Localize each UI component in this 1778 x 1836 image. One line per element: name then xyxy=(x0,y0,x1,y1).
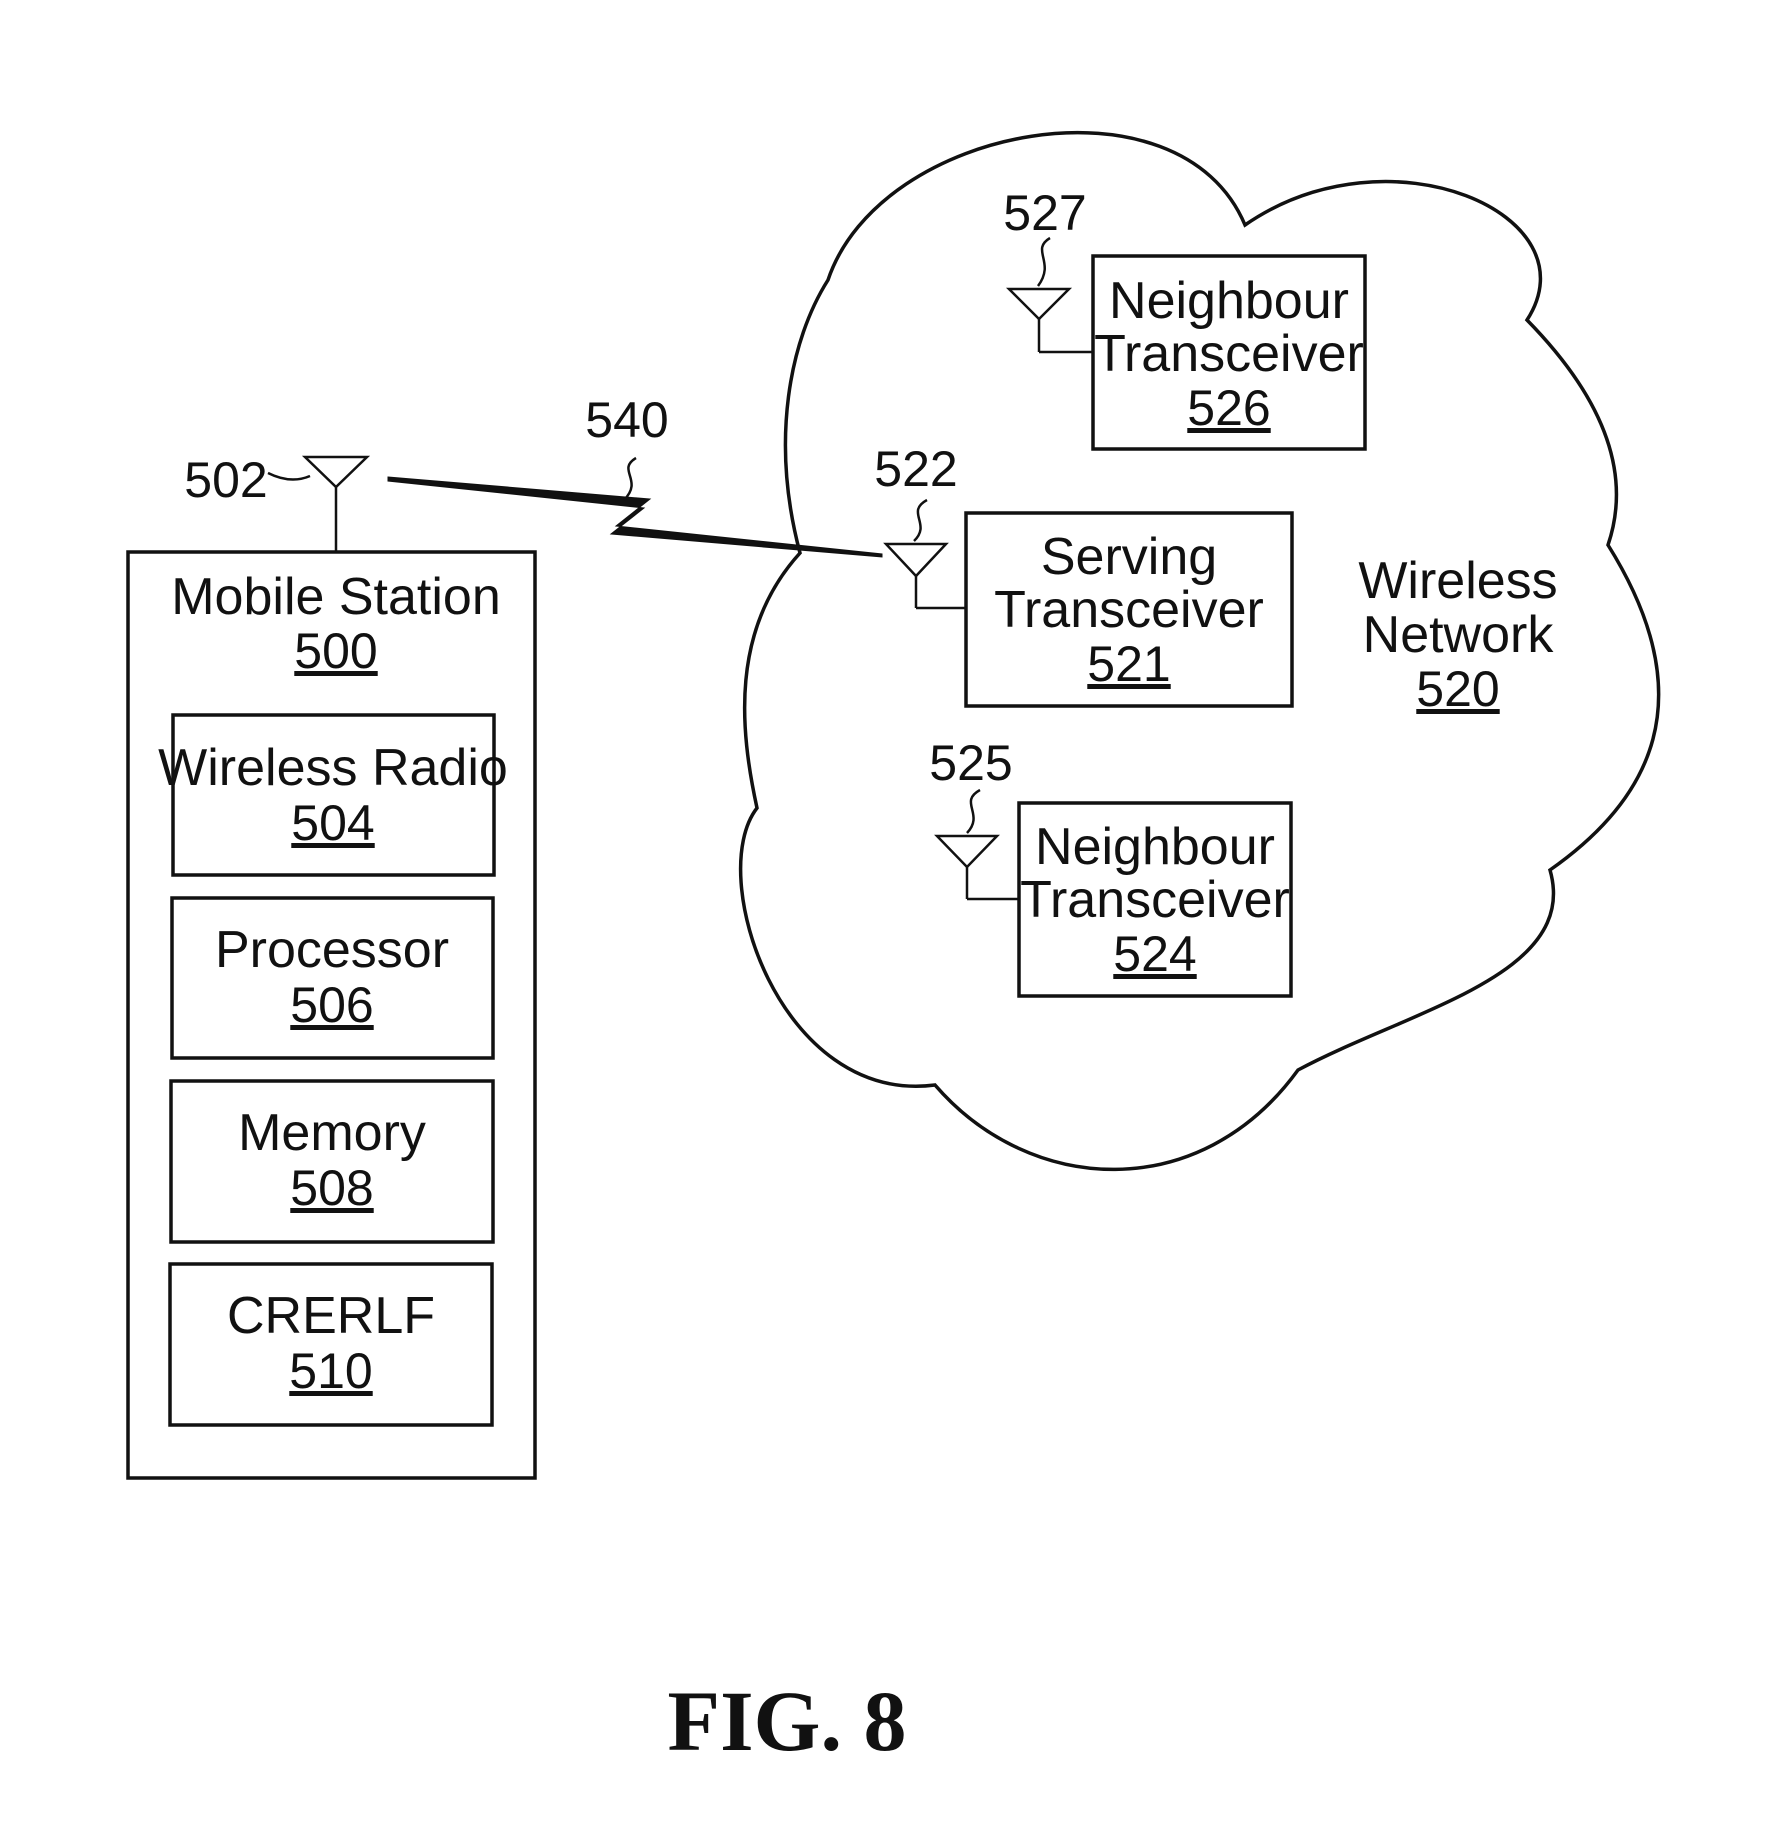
antenna-icon xyxy=(883,542,966,610)
component-name: Wireless Radio xyxy=(158,739,508,797)
component-memory: Memory 508 xyxy=(169,1079,495,1244)
mobile-station-name: Mobile Station xyxy=(171,568,501,626)
network-label-line1: Wireless xyxy=(1358,552,1557,610)
antenna-icon xyxy=(301,455,371,552)
component-box xyxy=(170,896,495,1060)
neighbour-transceiver-524: Neighbour Transceiver 524 525 xyxy=(929,735,1293,998)
transceiver-ref: 524 xyxy=(1113,926,1196,982)
mobile-station-ref: 500 xyxy=(294,623,377,679)
component-ref: 508 xyxy=(290,1160,373,1216)
component-ref: 504 xyxy=(291,795,374,851)
transceiver-box xyxy=(1017,801,1293,998)
antenna-ref: 525 xyxy=(929,735,1012,791)
transceiver-label-line1: Neighbour xyxy=(1035,818,1275,876)
leader-line xyxy=(1036,236,1051,287)
transceiver-label-line1: Serving xyxy=(1041,528,1217,586)
transceiver-label-line2: Transceiver xyxy=(1094,325,1364,383)
component-box xyxy=(169,1079,495,1244)
network-ref: 520 xyxy=(1416,661,1499,717)
lightning-bolt-icon xyxy=(387,476,883,558)
antenna-icon xyxy=(1005,287,1093,354)
antenna-ref: 502 xyxy=(184,452,267,508)
component-wireless-radio: Wireless Radio 504 xyxy=(158,713,508,877)
antenna-ref: 527 xyxy=(1003,185,1086,241)
transceiver-ref: 521 xyxy=(1087,636,1170,692)
serving-transceiver-521: Serving Transceiver 521 522 xyxy=(874,441,1294,708)
link-ref: 540 xyxy=(585,392,668,448)
component-crerlf: CRERLF 510 xyxy=(168,1262,494,1427)
antenna-ref: 522 xyxy=(874,441,957,497)
transceiver-label-line2: Transceiver xyxy=(994,581,1264,639)
transceiver-label-line2: Transceiver xyxy=(1020,871,1290,929)
figure-label: FIG. 8 xyxy=(668,1673,907,1769)
component-name: Processor xyxy=(215,921,449,979)
transceiver-box xyxy=(1091,254,1367,451)
transceiver-label-line1: Neighbour xyxy=(1109,272,1349,330)
leader-line xyxy=(623,456,637,501)
transceiver-ref: 526 xyxy=(1187,380,1270,436)
network-label-line2: Network xyxy=(1363,606,1555,664)
leader-line xyxy=(966,788,981,834)
component-ref: 510 xyxy=(289,1343,372,1399)
component-ref: 506 xyxy=(290,977,373,1033)
leader-line xyxy=(267,471,311,481)
leader-line xyxy=(913,498,928,542)
neighbour-transceiver-526: Neighbour Transceiver 526 527 xyxy=(1003,185,1367,451)
antenna-icon xyxy=(934,834,1019,901)
component-name: CRERLF xyxy=(227,1287,435,1345)
component-box xyxy=(171,713,496,877)
component-processor: Processor 506 xyxy=(170,896,495,1060)
mobile-station: 502 Mobile Station 500 Wireless Radio 50… xyxy=(126,452,537,1480)
component-box xyxy=(168,1262,494,1427)
wireless-link-540: 540 xyxy=(387,392,883,558)
component-name: Memory xyxy=(238,1104,426,1162)
transceiver-box xyxy=(964,511,1294,708)
